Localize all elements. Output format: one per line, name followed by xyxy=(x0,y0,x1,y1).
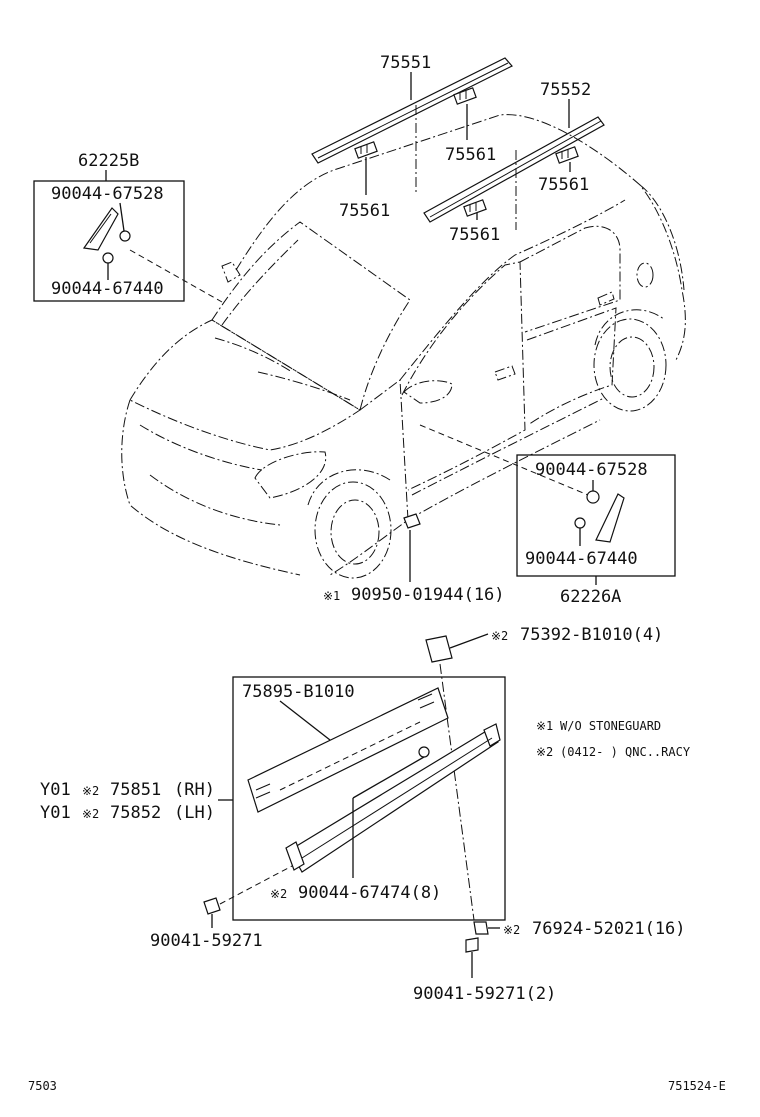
rail-clip-icon-3 xyxy=(555,146,579,164)
label-75852: 75852 xyxy=(110,803,161,823)
note1-mark-a: ※1 xyxy=(323,589,340,603)
note2-mark-f: ※2 xyxy=(536,745,553,759)
rail-leaders xyxy=(365,72,571,230)
clip-icon-d xyxy=(574,517,586,529)
notes: ※1 W/O STONEGUARD ※2 (0412- ) QNC..RACY xyxy=(536,719,691,759)
clip-icon-c xyxy=(586,490,600,504)
label-90044-67528-b: 90044-67528 xyxy=(535,460,648,480)
label-90044-67440-a: 90044-67440 xyxy=(51,279,164,299)
mirror-cover-rear-group: 90044-67528 90044-67440 62226A xyxy=(419,424,676,607)
mirror-cover-front-box xyxy=(33,180,185,302)
label-90044-67440-b: 90044-67440 xyxy=(525,549,638,569)
clip-icon-a xyxy=(119,230,131,242)
note2-mark-b: ※2 xyxy=(82,784,99,798)
note2-mark-d: ※2 xyxy=(270,887,287,901)
note2-mark-a: ※2 xyxy=(491,629,508,643)
label-75552: 75552 xyxy=(540,80,591,100)
label-75392-b1010: 75392-B1010(4) xyxy=(520,625,663,645)
clip-icon-b xyxy=(102,252,114,264)
sill-clip-group: ※1 90950-01944(16) xyxy=(323,513,505,605)
label-rh: (RH) xyxy=(174,780,215,800)
mirror-cover-front-group: 62225B 90044-67528 90044-67440 xyxy=(33,151,223,303)
label-lh: (LH) xyxy=(174,803,215,823)
label-90041-59271-a: 90041-59271 xyxy=(150,931,263,951)
roof-rail-lh xyxy=(423,116,605,223)
note2-mark-c: ※2 xyxy=(82,807,99,821)
label-76924-52021: 76924-52021(16) xyxy=(532,919,686,939)
label-62226a: 62226A xyxy=(560,587,621,607)
rail-clip-icon-1 xyxy=(453,87,477,105)
label-75561-d: 75561 xyxy=(449,225,500,245)
label-90044-67474: 90044-67474(8) xyxy=(298,883,441,903)
sill-clip-icon xyxy=(403,513,421,529)
label-75561-a: 75561 xyxy=(445,145,496,165)
label-90044-67528-a: 90044-67528 xyxy=(51,184,164,204)
note2-mark-e: ※2 xyxy=(503,923,520,937)
screw-left-icon xyxy=(203,897,221,915)
car-body xyxy=(121,114,686,579)
note1-mark-b: ※1 xyxy=(536,719,553,733)
rail-clip-icon-4 xyxy=(463,199,487,217)
label-75551: 75551 xyxy=(380,53,431,73)
label-90041-59271-b: 90041-59271(2) xyxy=(413,984,556,1004)
footer-left: 7503 xyxy=(28,1079,57,1093)
label-75561-b: 75561 xyxy=(339,201,390,221)
nut-icon xyxy=(473,921,489,935)
screw-bottom-icon xyxy=(465,937,479,953)
note-1-text: W/O STONEGUARD xyxy=(560,719,661,733)
label-y01-a: Y01 xyxy=(40,780,71,800)
label-75851: 75851 xyxy=(110,780,161,800)
rocker-section: ※2 75392-B1010(4) 75895-B1010 Y01 ※2 758… xyxy=(40,625,686,1004)
label-y01-b: Y01 xyxy=(40,803,71,823)
mirror-cover-rear-icon xyxy=(595,493,625,543)
label-75561-c: 75561 xyxy=(538,175,589,195)
rail-clip-icon-2 xyxy=(354,141,378,159)
rocker-clip-icon xyxy=(425,635,453,663)
label-90950-01944: 90950-01944(16) xyxy=(351,585,505,605)
footer-right: 751524-E xyxy=(668,1079,726,1093)
rocker-panel-box xyxy=(232,676,506,921)
rail-labels: 75551 75552 75561 75561 75561 75561 xyxy=(339,53,591,245)
roof-rail-rh xyxy=(311,57,513,164)
note-2-text: (0412- ) QNC..RACY xyxy=(560,745,691,759)
clip-8-icon xyxy=(418,746,430,758)
label-62225b: 62225B xyxy=(78,151,139,171)
label-75895-b1010: 75895-B1010 xyxy=(242,682,355,702)
mirror-cover-icon xyxy=(82,207,119,251)
